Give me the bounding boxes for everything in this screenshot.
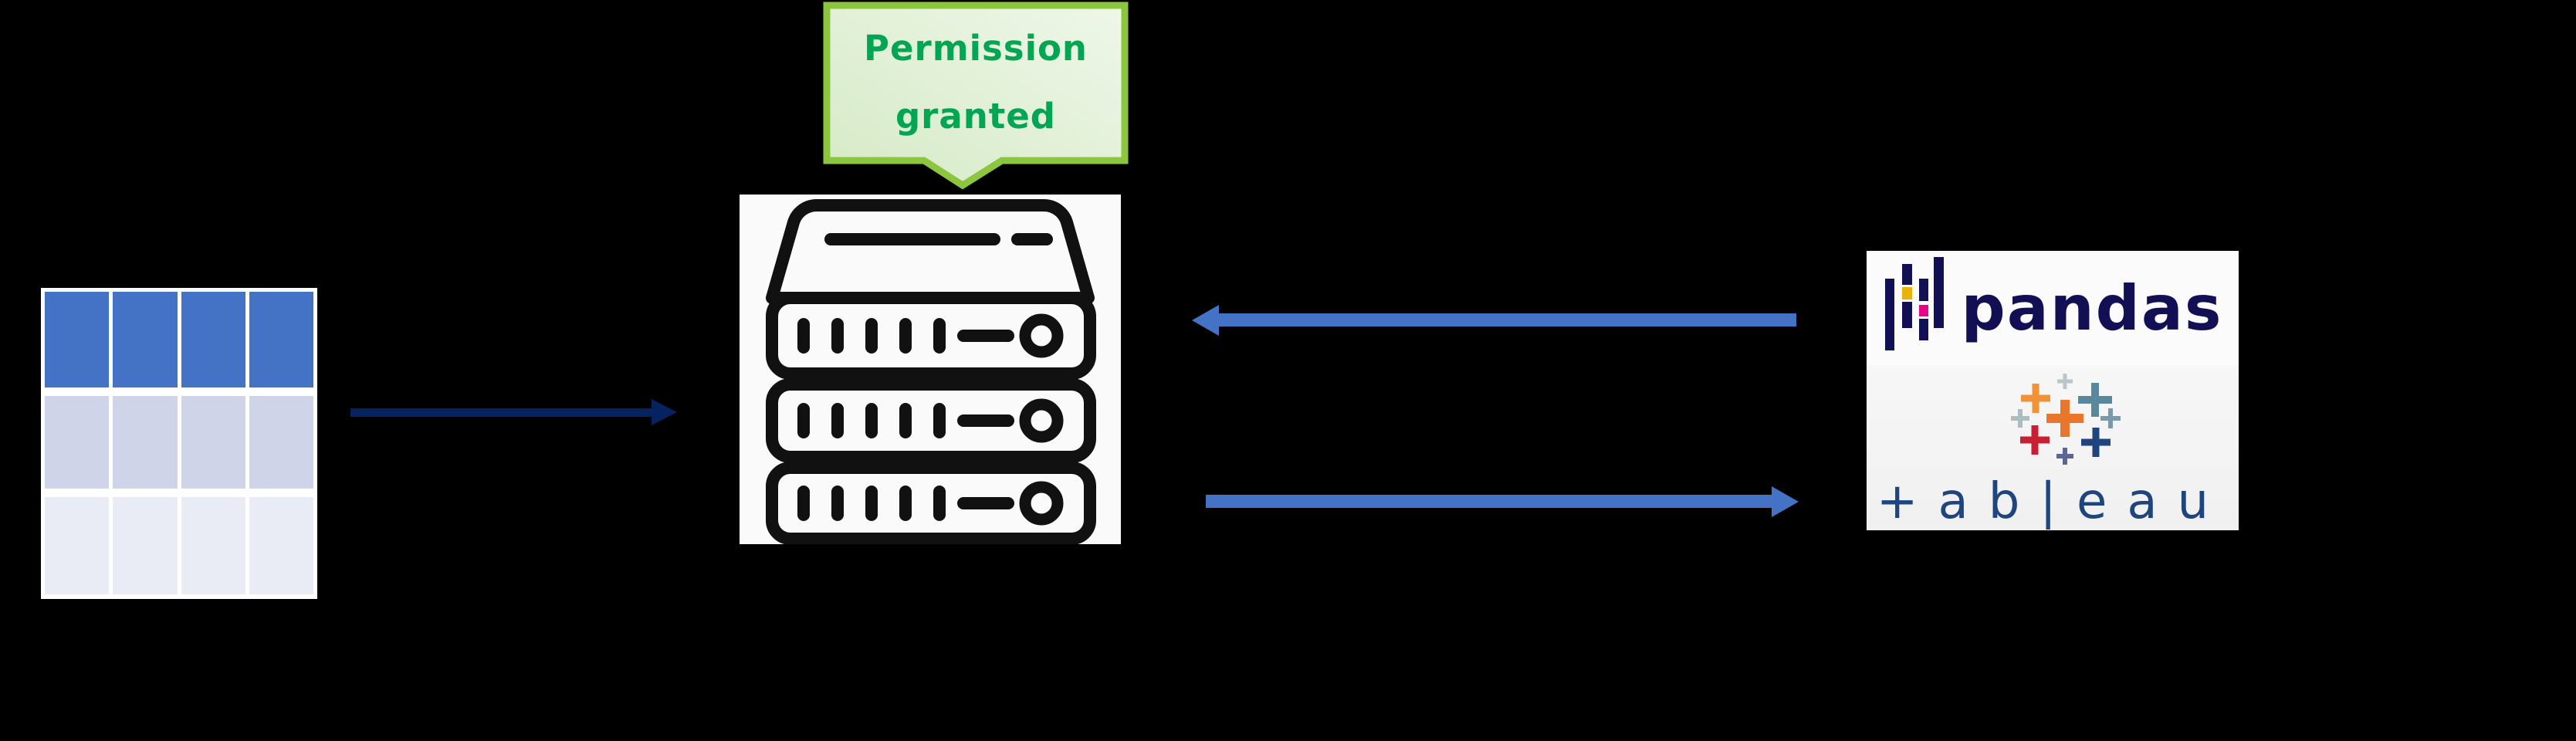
arrow-server-to-tableau (1206, 495, 1772, 508)
arrow-table-to-server (350, 408, 653, 417)
table-row-cell (113, 396, 178, 489)
table-row-cell (45, 396, 110, 489)
table-row-cell (113, 497, 178, 594)
arrowhead-right-icon (1772, 486, 1799, 517)
callout-line1: Permission (864, 28, 1088, 69)
tableau-logo: +ab|eau (1867, 365, 2239, 530)
tableau-plus-cluster-icon (2011, 374, 2121, 465)
table-header-cell (113, 292, 178, 387)
callout-line2: granted (895, 96, 1057, 137)
pandas-wordmark: pandas (1961, 272, 2223, 344)
table-header-cell (45, 292, 110, 387)
arrow-pandas-to-server (1217, 313, 1796, 327)
callout-text: Permission granted (823, 2, 1129, 159)
table-header-cell (181, 292, 245, 387)
table-row-cell (45, 497, 110, 594)
table-row-cell (181, 497, 245, 594)
table-row-cell (181, 396, 245, 489)
server-stack-icon (766, 199, 1096, 545)
data-table-graphic (41, 288, 317, 599)
data-table-grid (45, 292, 313, 595)
table-header-cell (249, 292, 313, 387)
table-row-cell (249, 396, 313, 489)
database-server-node (740, 195, 1121, 545)
callout-bubble-shape (823, 2, 1129, 190)
table-row-cell (249, 497, 313, 594)
arrowhead-left-icon (1192, 305, 1219, 336)
pandas-logo: pandas (1867, 251, 2239, 365)
arrowhead-right-icon (652, 399, 677, 425)
pandas-logo-mark-icon (1885, 257, 1944, 350)
tableau-wordmark: +ab|eau (1876, 473, 2229, 530)
permission-granted-callout: Permission granted (823, 2, 1129, 190)
